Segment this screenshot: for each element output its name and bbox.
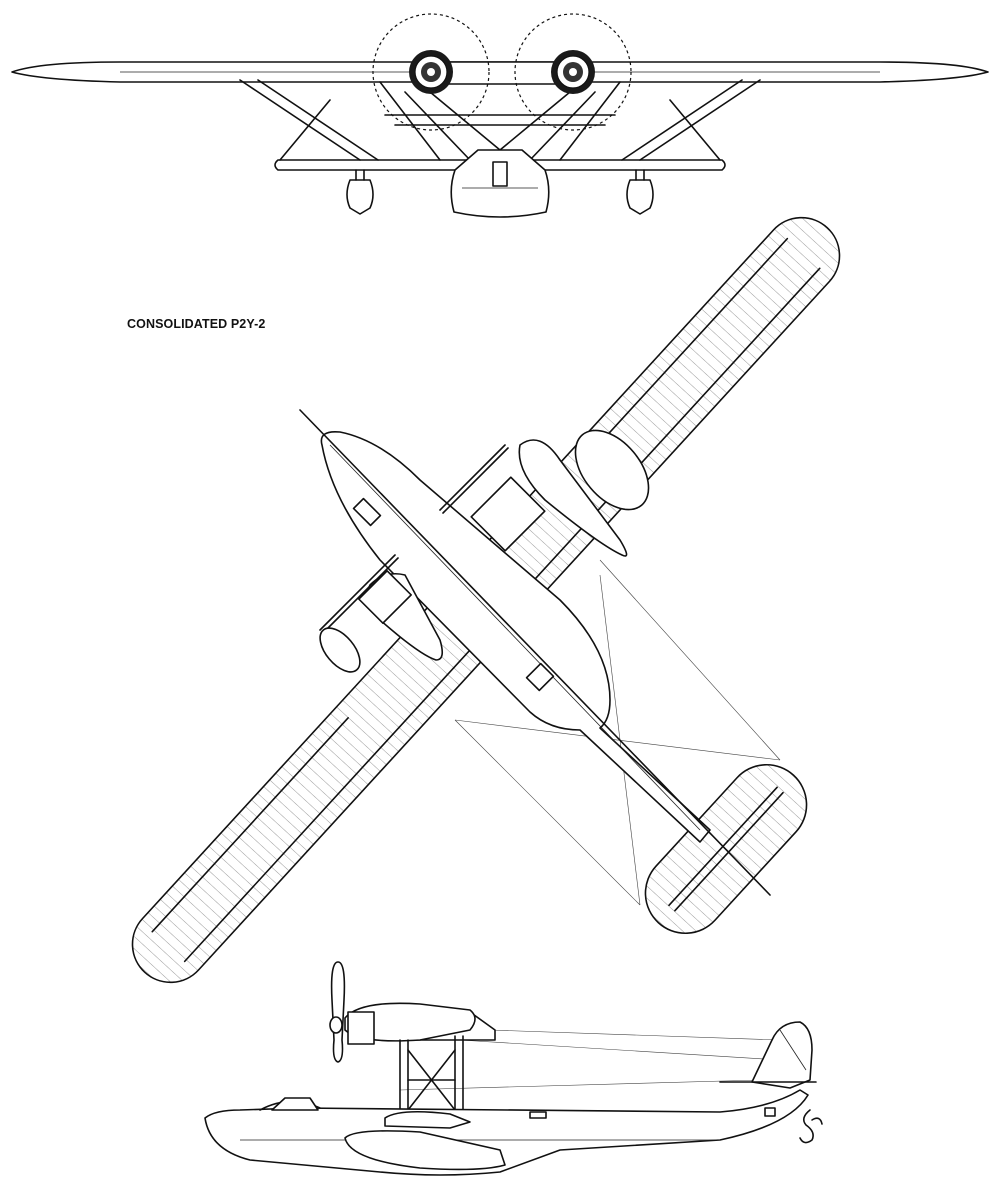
side-rigging-wires bbox=[399, 1029, 781, 1091]
plan-left-propeller bbox=[319, 554, 396, 631]
front-view bbox=[11, 13, 989, 218]
plan-left-float bbox=[319, 627, 361, 673]
plan-hull bbox=[320, 430, 711, 843]
side-float bbox=[344, 1130, 506, 1171]
plan-right-float bbox=[574, 429, 650, 511]
plan-view bbox=[116, 202, 856, 998]
side-cockpit bbox=[271, 1097, 319, 1111]
front-left-float bbox=[346, 179, 374, 215]
side-struts bbox=[399, 1035, 464, 1121]
artist-signature bbox=[799, 1109, 823, 1144]
right-engine bbox=[551, 50, 595, 94]
side-view bbox=[204, 961, 817, 1176]
front-right-float bbox=[626, 179, 654, 215]
plan-right-nacelle bbox=[518, 439, 628, 557]
left-engine bbox=[409, 50, 453, 94]
drawing-title: CONSOLIDATED P2Y-2 bbox=[127, 317, 266, 331]
plan-right-propeller bbox=[439, 444, 506, 511]
right-propeller-disc bbox=[514, 13, 632, 131]
plan-rigging-wires bbox=[454, 559, 781, 906]
side-lower-wing bbox=[384, 1110, 471, 1129]
side-propeller bbox=[330, 961, 346, 1063]
side-tail-fin bbox=[751, 1021, 813, 1089]
front-struts bbox=[239, 79, 761, 161]
left-propeller-disc bbox=[372, 13, 490, 131]
